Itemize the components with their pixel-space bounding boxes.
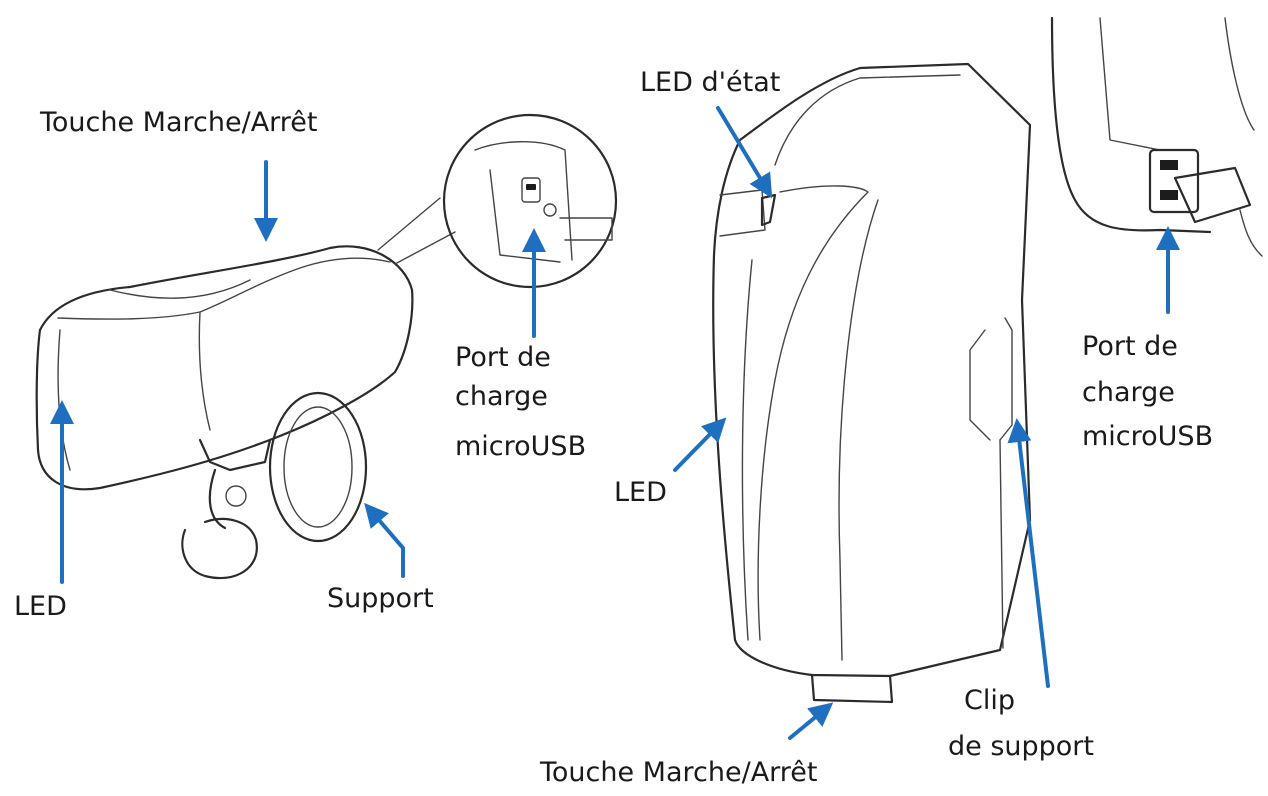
usb-port-zoom-circle (442, 113, 618, 289)
label-charging-port-right-line2: charge (1082, 377, 1175, 408)
label-support: Support (327, 583, 434, 614)
label-led-left: LED (14, 591, 67, 622)
label-charging-port-right-line1: Port de (1082, 331, 1178, 362)
label-power-button-top: Touche Marche/Arrêt (40, 107, 318, 138)
arrow-support (364, 502, 405, 578)
usb-plug-inset (1050, 16, 1263, 257)
arrow-power-button-bottom (788, 702, 834, 740)
arrow-led-right (673, 417, 727, 472)
arrow-mount-clip (1007, 418, 1050, 688)
label-charging-port-left-line2: charge (455, 381, 548, 412)
label-charging-port-left-line1: Port de (455, 342, 551, 373)
label-mount-clip-line2: de support (948, 731, 1094, 762)
arrow-status-led (716, 106, 773, 199)
label-status-led: LED d'état (640, 67, 781, 98)
label-charging-port-right-line3: microUSB (1082, 421, 1214, 452)
rear-light-illustration (712, 62, 1032, 704)
label-led-right: LED (614, 477, 667, 508)
front-light-illustration (35, 197, 456, 580)
label-charging-port-left-line3: microUSB (455, 431, 587, 462)
label-power-button-bottom: Touche Marche/Arrêt (540, 757, 818, 788)
label-mount-clip-line1: Clip (964, 685, 1015, 716)
